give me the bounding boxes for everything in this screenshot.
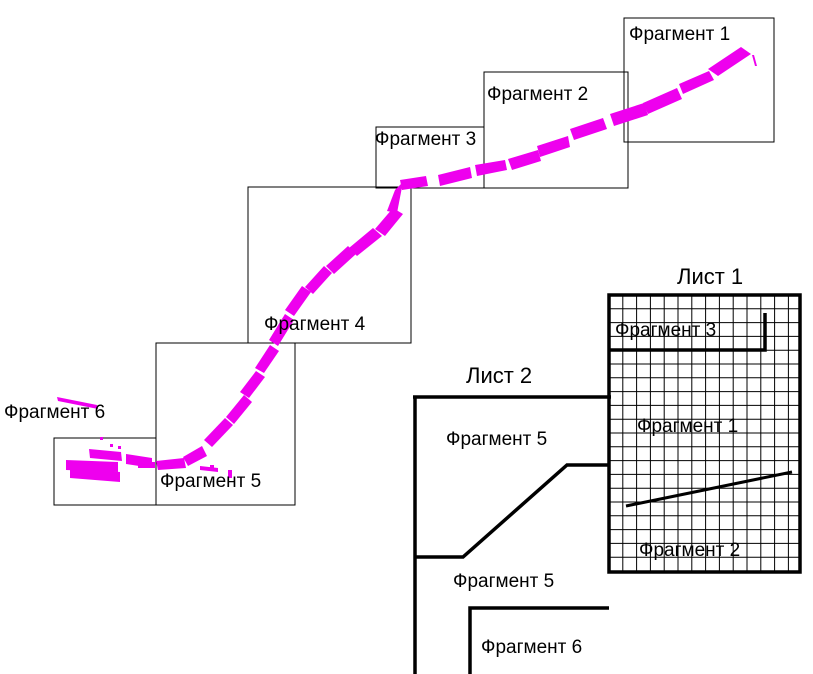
route-segment bbox=[679, 71, 714, 94]
sheet-1-grid bbox=[609, 295, 800, 572]
route-tick bbox=[118, 446, 121, 449]
route-tick bbox=[228, 470, 232, 478]
fragment-5-boundary bbox=[415, 463, 609, 559]
route-segment bbox=[226, 395, 252, 424]
fragment-labels: Фрагмент 1 Фрагмент 2 Фрагмент 3 Фрагмен… bbox=[4, 24, 730, 492]
sheet-1-fragment-1-label: Фрагмент 1 bbox=[637, 416, 738, 437]
route-tick bbox=[210, 465, 214, 469]
route-segment bbox=[708, 47, 751, 76]
fragment-3-boundary bbox=[609, 313, 767, 352]
fragment-frames bbox=[53, 17, 775, 506]
fragment-1-label: Фрагмент 1 bbox=[629, 24, 730, 45]
sheet-2: Лист 2 Фрагмент 5 Фрагмент 5 Фрагмент 6 bbox=[413, 363, 611, 674]
route-segment bbox=[349, 228, 382, 256]
route-segment bbox=[305, 266, 332, 294]
sheet-1-fragment-2-label: Фрагмент 2 bbox=[639, 540, 740, 561]
route-segment bbox=[156, 458, 186, 470]
fragment-5-label: Фрагмент 5 bbox=[160, 471, 261, 492]
fragment-2-label: Фрагмент 2 bbox=[487, 84, 588, 105]
route-tick bbox=[110, 444, 113, 447]
sheet-1-route-line bbox=[625, 470, 793, 508]
sheet-2-fragment-6-label: Фрагмент 6 bbox=[481, 637, 582, 658]
route-line bbox=[57, 47, 757, 482]
sheet-1: Лист 1 Фрагмент 3 Фрагмент 1 Фрагмент 2 bbox=[607, 264, 802, 574]
route-segment bbox=[89, 449, 122, 461]
sheet-1-title: Лист 1 bbox=[677, 264, 743, 289]
fragment-6-label: Фрагмент 6 bbox=[4, 402, 105, 423]
fragment-6-frame bbox=[53, 437, 157, 506]
fragment-3-label: Фрагмент 3 bbox=[375, 129, 476, 150]
route-segment bbox=[70, 468, 120, 482]
fragment-4-label: Фрагмент 4 bbox=[264, 314, 366, 335]
route-segment bbox=[643, 88, 682, 114]
route-segment bbox=[475, 160, 507, 176]
fragment-3-frame bbox=[375, 126, 485, 189]
route-segment bbox=[285, 286, 311, 316]
fragment-5-frame bbox=[155, 342, 296, 506]
route-segment bbox=[438, 167, 472, 186]
route-segment bbox=[326, 246, 356, 274]
route-segment bbox=[240, 371, 265, 398]
route-tick bbox=[752, 55, 757, 66]
route-segment bbox=[255, 345, 279, 373]
sheet-2-fragment-5-top-label: Фрагмент 5 bbox=[446, 429, 547, 450]
route-segment bbox=[57, 397, 98, 409]
route-segment bbox=[400, 176, 428, 190]
route-segment bbox=[375, 208, 403, 236]
route-segment bbox=[610, 103, 648, 126]
fragment-4-frame bbox=[247, 186, 412, 344]
route-segment bbox=[204, 418, 233, 447]
route-segment bbox=[183, 446, 207, 466]
route-segment bbox=[269, 314, 294, 346]
route-tick bbox=[100, 437, 103, 440]
route-segment bbox=[537, 136, 570, 157]
sheet-1-border bbox=[607, 293, 802, 574]
sheet-2-title: Лист 2 bbox=[466, 363, 532, 388]
route-segment bbox=[508, 150, 541, 170]
sheet-2-fragment-5-bottom-label: Фрагмент 5 bbox=[453, 571, 554, 592]
route-segment bbox=[138, 462, 155, 468]
route-segment bbox=[387, 182, 403, 213]
route-segment bbox=[570, 118, 607, 140]
fragment-6-boundary bbox=[468, 606, 609, 674]
fragment-1-frame bbox=[623, 17, 775, 143]
sheet-1-fragment-3-label: Фрагмент 3 bbox=[615, 320, 716, 341]
